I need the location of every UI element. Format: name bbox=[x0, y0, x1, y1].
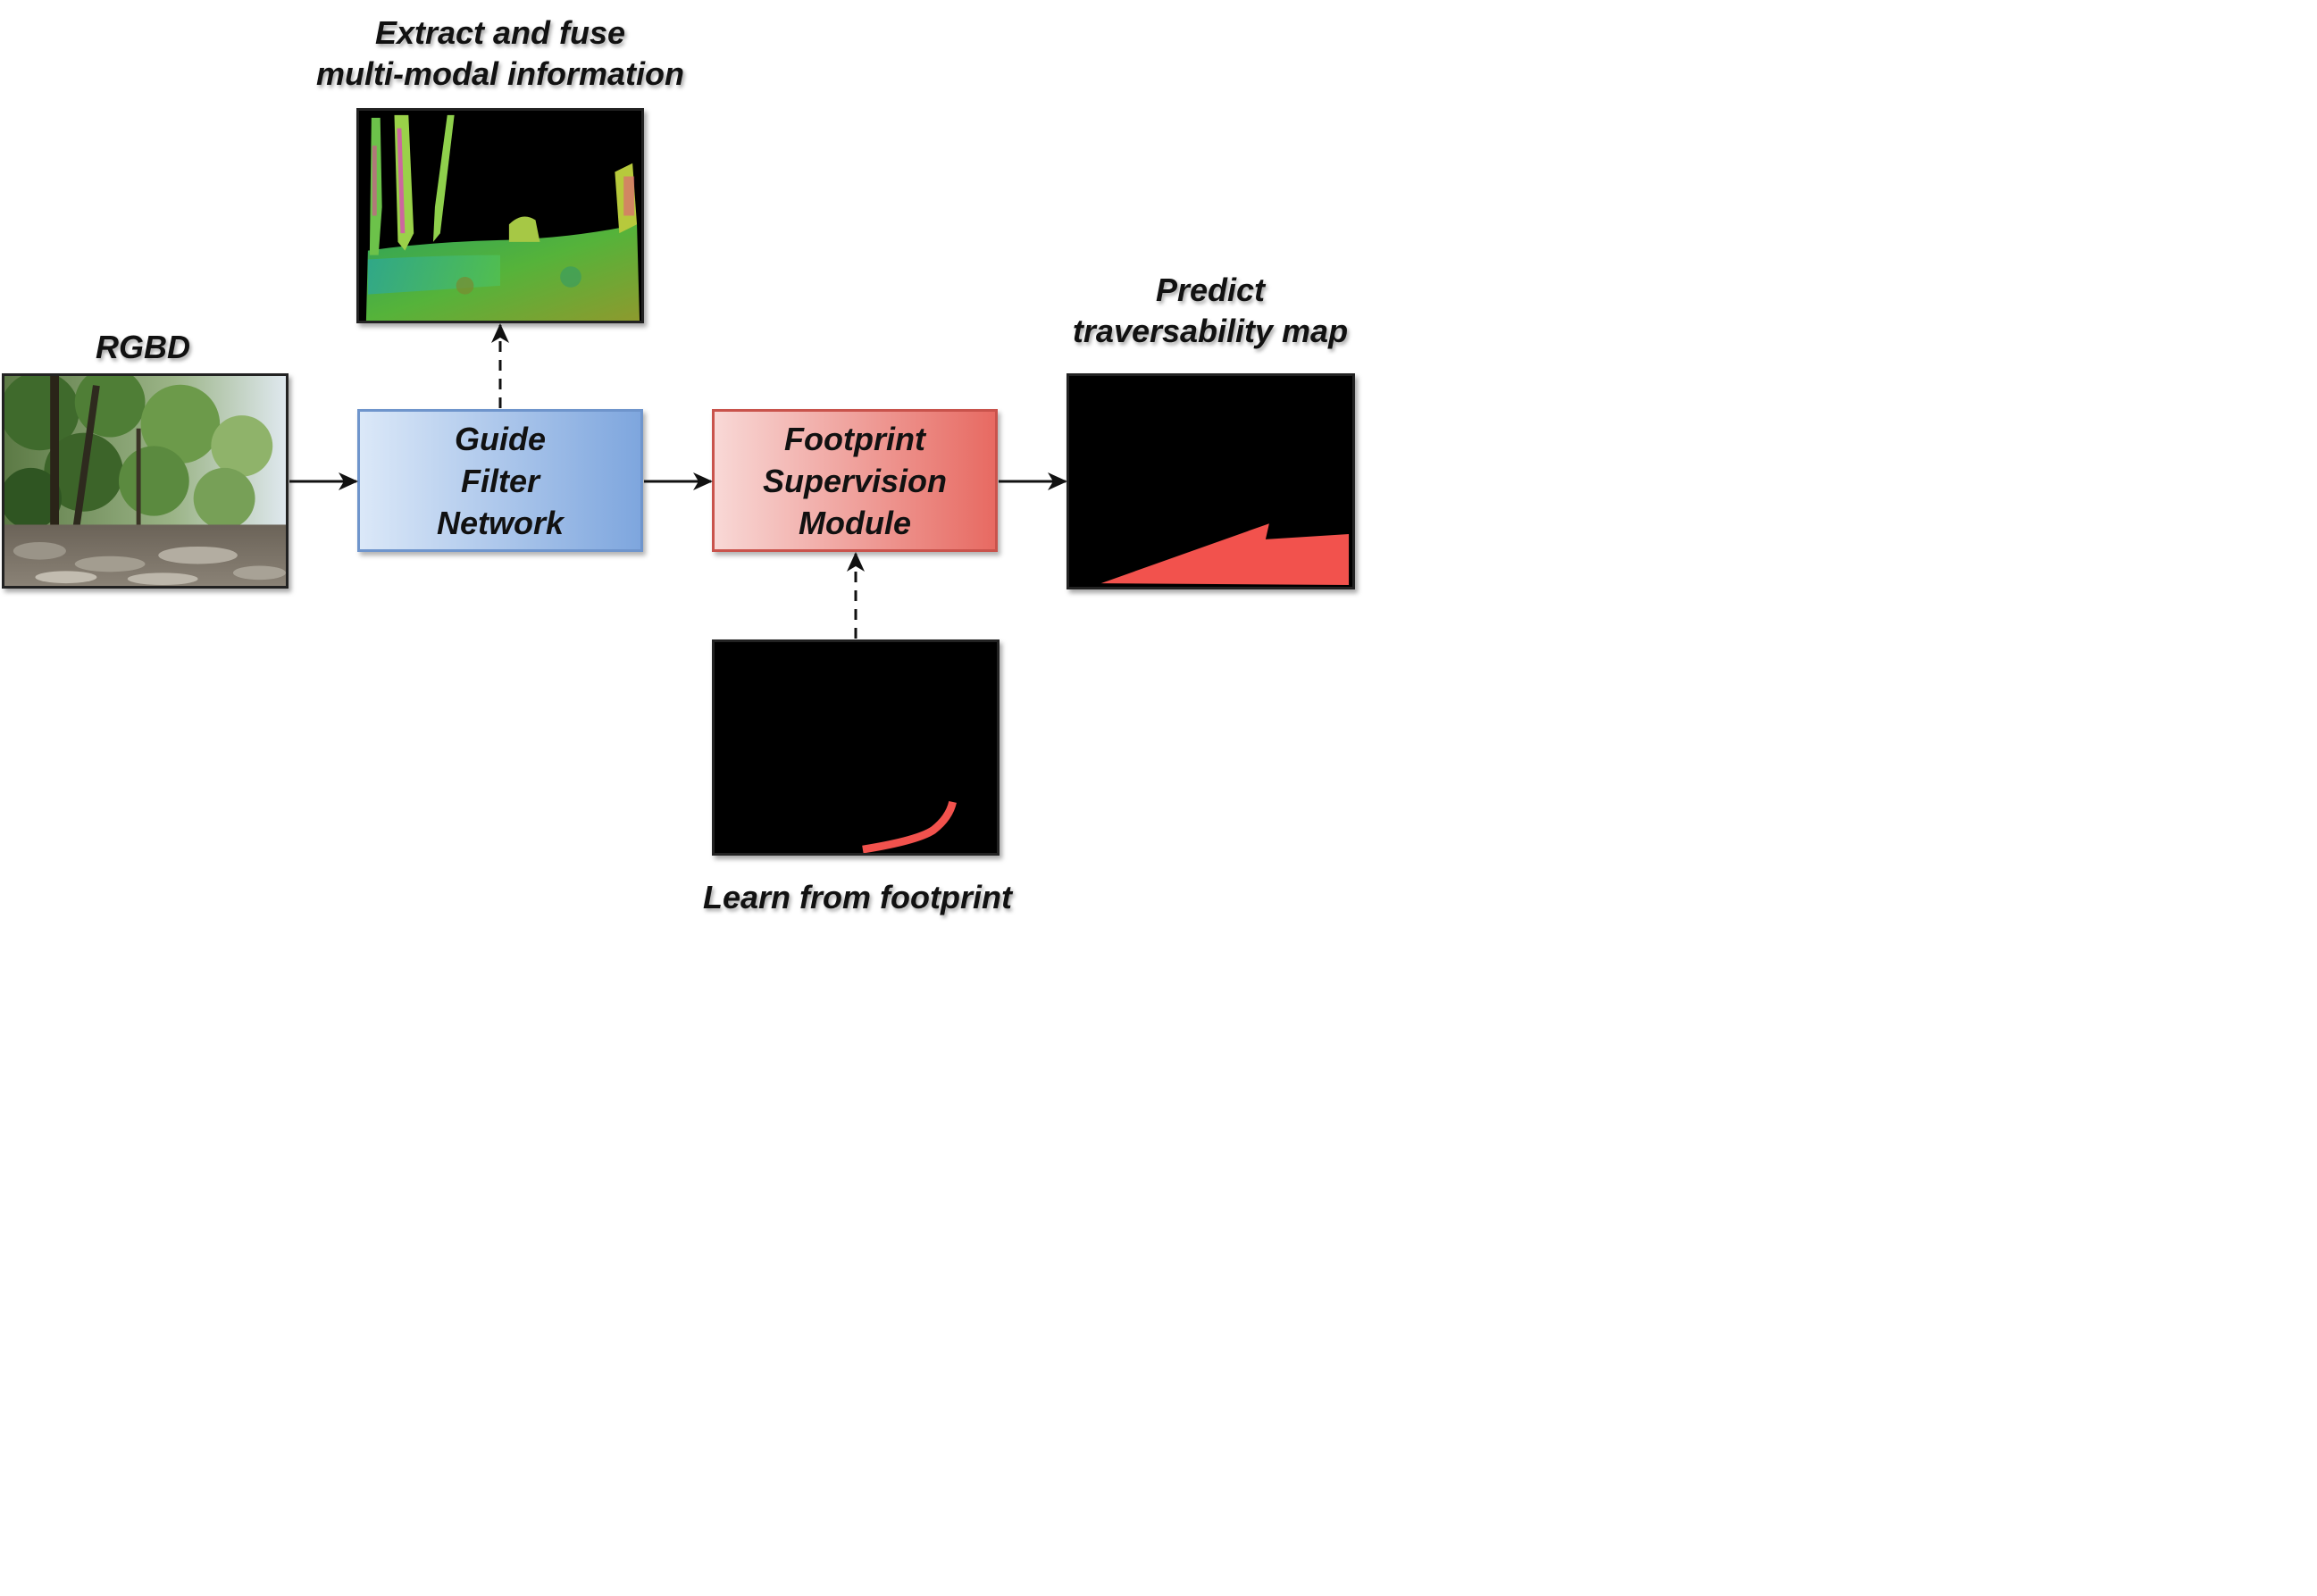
foot-box-line3: Module bbox=[799, 504, 911, 541]
rgbd-image bbox=[2, 373, 289, 589]
learn-label: Learn from footprint bbox=[703, 879, 1012, 915]
guide-filter-network-box: Guide Filter Network bbox=[357, 409, 643, 552]
predict-label-line1: Predict bbox=[1155, 272, 1266, 308]
predict-label: Predict traversability map bbox=[1045, 270, 1376, 352]
feature-map-image bbox=[359, 111, 641, 321]
guide-box-line1: Guide bbox=[454, 420, 546, 457]
footprint-image bbox=[712, 639, 1000, 856]
foot-box-line1: Footprint bbox=[784, 420, 925, 457]
footprint-map bbox=[715, 642, 997, 853]
guide-box-line3: Network bbox=[436, 504, 565, 541]
extract-label: Extract and fuse multi-modal information bbox=[295, 13, 706, 95]
rgbd-label: RGBD bbox=[96, 329, 190, 365]
footprint-supervision-module-box: Footprint Supervision Module bbox=[712, 409, 998, 552]
forest-scene-image bbox=[4, 376, 286, 586]
traversability-map bbox=[1069, 376, 1352, 587]
extract-label-line2: multi-modal information bbox=[316, 55, 684, 92]
footprint-trajectory bbox=[862, 800, 957, 853]
foot-box-line2: Supervision bbox=[762, 462, 948, 499]
guide-box-line2: Filter bbox=[460, 462, 540, 499]
extract-label-line1: Extract and fuse bbox=[374, 14, 626, 51]
predict-label-line2: traversability map bbox=[1072, 313, 1349, 349]
traversability-map-image bbox=[1066, 373, 1355, 589]
traversable-region bbox=[1100, 523, 1350, 586]
multimodal-feature-image bbox=[356, 108, 644, 323]
